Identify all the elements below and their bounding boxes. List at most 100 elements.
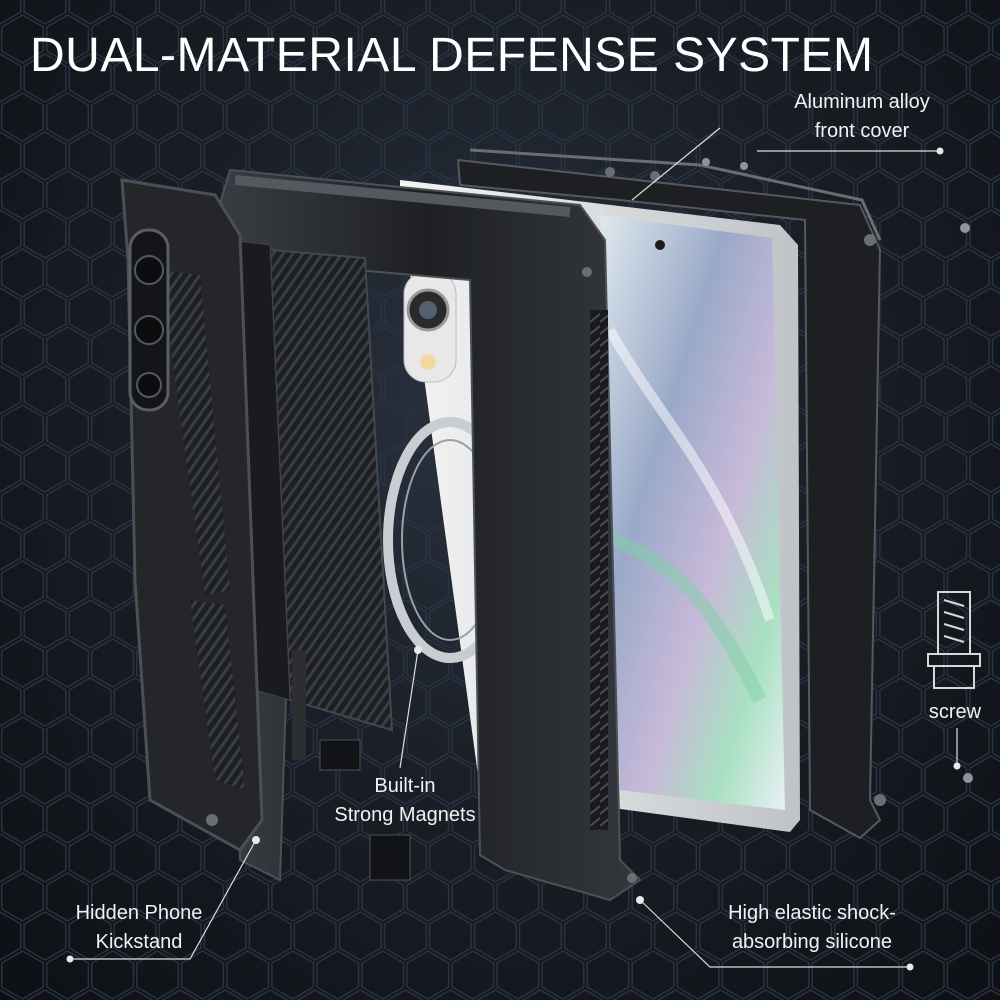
aluminum-front-cover-frame	[456, 148, 886, 840]
hexagon-cell	[721, 872, 765, 922]
hexagon-cell	[901, 14, 945, 64]
hexagon-cell	[721, 92, 765, 142]
hexagon-cell	[563, 0, 607, 25]
hexagon-cell	[293, 911, 337, 961]
hexagon-cell	[811, 950, 855, 1000]
hexagon-cell	[46, 482, 90, 532]
hexagon-cell	[946, 716, 990, 766]
hexagon-cell	[969, 209, 1000, 259]
hexagon-cell	[856, 872, 900, 922]
hexagon-cell	[611, 989, 650, 1000]
silicone-dot-start	[636, 896, 644, 904]
hexagon-cell	[293, 131, 337, 181]
hexagon-cell	[161, 989, 199, 1000]
hexagon-cell	[316, 92, 360, 142]
hexagon-cell	[296, 989, 335, 1000]
hexagon-cell	[631, 92, 675, 142]
hexagon-cell	[428, 0, 472, 25]
hexagon-cell	[698, 911, 743, 961]
hexagon-cell	[608, 911, 653, 961]
camera-lens-icon	[403, 271, 457, 383]
hexagon-cell	[23, 131, 67, 181]
hexagon-cell	[158, 0, 202, 25]
hexagon-cell	[946, 14, 990, 64]
hexagon-cell	[766, 92, 810, 142]
hexagon-cell	[946, 170, 990, 220]
hexagon-cell	[226, 872, 270, 922]
hexagon-cell	[91, 950, 135, 1000]
hexagon-cell	[631, 872, 675, 922]
hexagon-cell	[23, 677, 67, 727]
hexagon-cell	[206, 989, 245, 1000]
hexagon-cell	[991, 957, 1000, 993]
hexagon-cell	[901, 794, 945, 844]
hexagon-cell	[991, 333, 1000, 369]
hexagon-cell	[676, 14, 720, 64]
hexagon-cell	[901, 560, 945, 610]
hexagon-cell	[181, 14, 225, 64]
hexagon-cell	[721, 14, 765, 64]
hexagon-cell	[901, 404, 945, 454]
hexagon-cell	[879, 209, 923, 259]
screw-callout: screw	[915, 698, 995, 727]
kickstand-outer-shell	[120, 178, 264, 852]
hexagon-cell	[991, 411, 1000, 447]
hexagon-cell	[431, 989, 470, 1000]
hexagon-cell	[946, 872, 990, 922]
hexagon-cell	[383, 755, 427, 805]
hexagon-cell	[0, 0, 22, 25]
hexagon-cell	[451, 92, 495, 142]
hexagon-cell	[451, 14, 495, 64]
hexagon-cell	[46, 170, 90, 220]
hexagon-cell	[586, 14, 630, 64]
hexagon-cell	[46, 248, 90, 298]
hexagon-cell	[473, 0, 517, 25]
hexagon-cell	[293, 833, 337, 883]
hexagon-cell	[698, 0, 743, 25]
hexagon-cell	[23, 911, 67, 961]
hexagon-cell	[248, 53, 292, 103]
hexagon-cell	[608, 53, 653, 103]
hexagon-cell	[226, 950, 270, 1000]
hexagon-cell	[46, 716, 90, 766]
hexagon-cell	[0, 209, 22, 259]
kickstand-leader	[70, 839, 257, 960]
hexagon-cell	[0, 716, 45, 766]
hexagon-cell	[631, 170, 675, 220]
kickstand-callout: Hidden Phone Kickstand	[64, 899, 214, 957]
hexagon-cell	[901, 92, 945, 142]
hexagon-cell	[91, 794, 135, 844]
hexagon-cell	[0, 599, 22, 649]
hexagon-cell	[879, 131, 923, 181]
hexagon-cell	[293, 755, 337, 805]
hexagon-cell	[834, 911, 878, 961]
hexagon-cell	[473, 911, 517, 961]
hexagon-cell	[361, 92, 405, 142]
hexagon-cell	[406, 92, 450, 142]
hexagon-cell	[181, 92, 225, 142]
hexagon-cell	[0, 638, 45, 688]
hexagon-cell	[383, 0, 427, 25]
hexagon-cell	[203, 911, 247, 961]
loose-screw	[963, 773, 973, 783]
hexagon-cell	[744, 0, 788, 25]
hexagon-cell	[203, 53, 247, 103]
hexagon-cell	[383, 131, 427, 181]
hexagon-cell	[789, 0, 833, 25]
hexagon-cell	[136, 950, 180, 1000]
hexagon-cell	[744, 911, 788, 961]
hexagon-cell	[811, 872, 855, 922]
hexagon-cell	[766, 950, 810, 1000]
hexagon-cell	[789, 911, 833, 961]
hexagon-cell	[879, 599, 923, 649]
hexagon-cell	[541, 950, 585, 1000]
hexagon-cell	[0, 326, 45, 376]
hexagon-cell	[541, 14, 585, 64]
hexagon-cell	[113, 833, 157, 883]
hexagon-cell	[46, 326, 90, 376]
hexagon-cell	[0, 521, 22, 571]
hexagon-cell	[541, 92, 585, 142]
screw-dot	[953, 762, 961, 770]
hexagon-cell	[881, 989, 920, 1000]
